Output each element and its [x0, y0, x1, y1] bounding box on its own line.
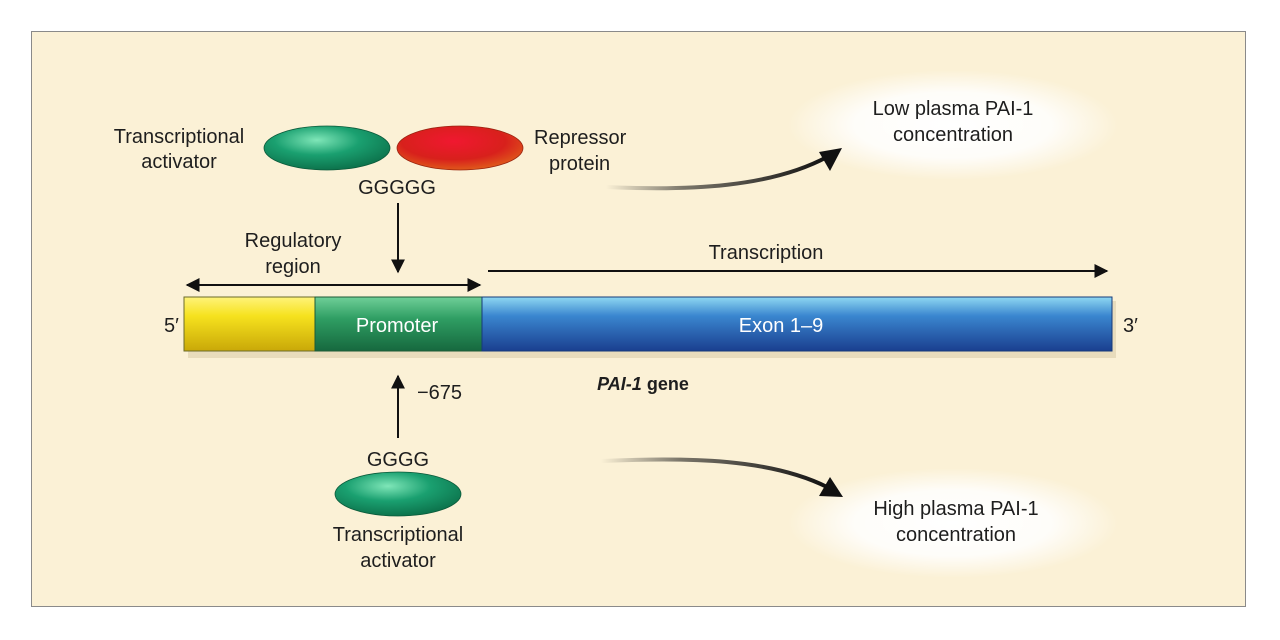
high-outcome-arrow — [600, 457, 828, 489]
top-transcriptional-activator — [263, 125, 391, 171]
five-prime-label: 5′ — [164, 315, 179, 337]
upstream-segment — [183, 296, 316, 352]
gene-name-label: PAI-1 gene — [597, 374, 689, 394]
repressor-protein — [396, 125, 524, 171]
bottom-binding-sequence: GGGG — [367, 449, 429, 471]
low-outcome-line1: Low plasma PAI-1 — [873, 98, 1034, 120]
high-outcome-arrowhead — [819, 477, 843, 497]
high-outcome-line2: concentration — [896, 524, 1016, 546]
low-outcome-arrowhead — [819, 148, 842, 171]
regulatory-region-label-line1: Regulatory — [245, 230, 342, 252]
regulatory-region-label-line2: region — [265, 256, 321, 278]
high-outcome-glow — [788, 468, 1118, 578]
transcription-label: Transcription — [709, 242, 824, 264]
repressor-label-line2: protein — [549, 153, 610, 175]
promoter-segment — [314, 296, 483, 352]
diagram-canvas: Transcriptional activator Repressor prot… — [114, 70, 1138, 578]
bottom-activator-label-line2: activator — [360, 550, 436, 572]
top-binding-sequence: GGGGG — [358, 177, 436, 199]
exon-label: Exon 1–9 — [739, 315, 824, 337]
position-label: −675 — [417, 382, 462, 404]
repressor-label-line1: Repressor — [534, 127, 627, 149]
low-outcome-glow — [788, 70, 1118, 180]
promoter-label: Promoter — [356, 315, 439, 337]
bottom-activator-label-line1: Transcriptional — [333, 524, 463, 546]
pai1-regulation-diagram: Transcriptional activator Repressor prot… — [31, 31, 1246, 607]
low-outcome-arrow — [605, 155, 828, 191]
exon-segment — [481, 296, 1113, 352]
bottom-transcriptional-activator — [334, 471, 462, 517]
high-outcome-line1: High plasma PAI-1 — [873, 498, 1038, 520]
low-outcome-line2: concentration — [893, 124, 1013, 146]
top-activator-label-line2: activator — [141, 151, 217, 173]
three-prime-label: 3′ — [1123, 315, 1138, 337]
gene-name-suffix: gene — [642, 374, 689, 394]
gene-name-italic: PAI-1 — [597, 374, 642, 394]
top-activator-label-line1: Transcriptional — [114, 126, 244, 148]
